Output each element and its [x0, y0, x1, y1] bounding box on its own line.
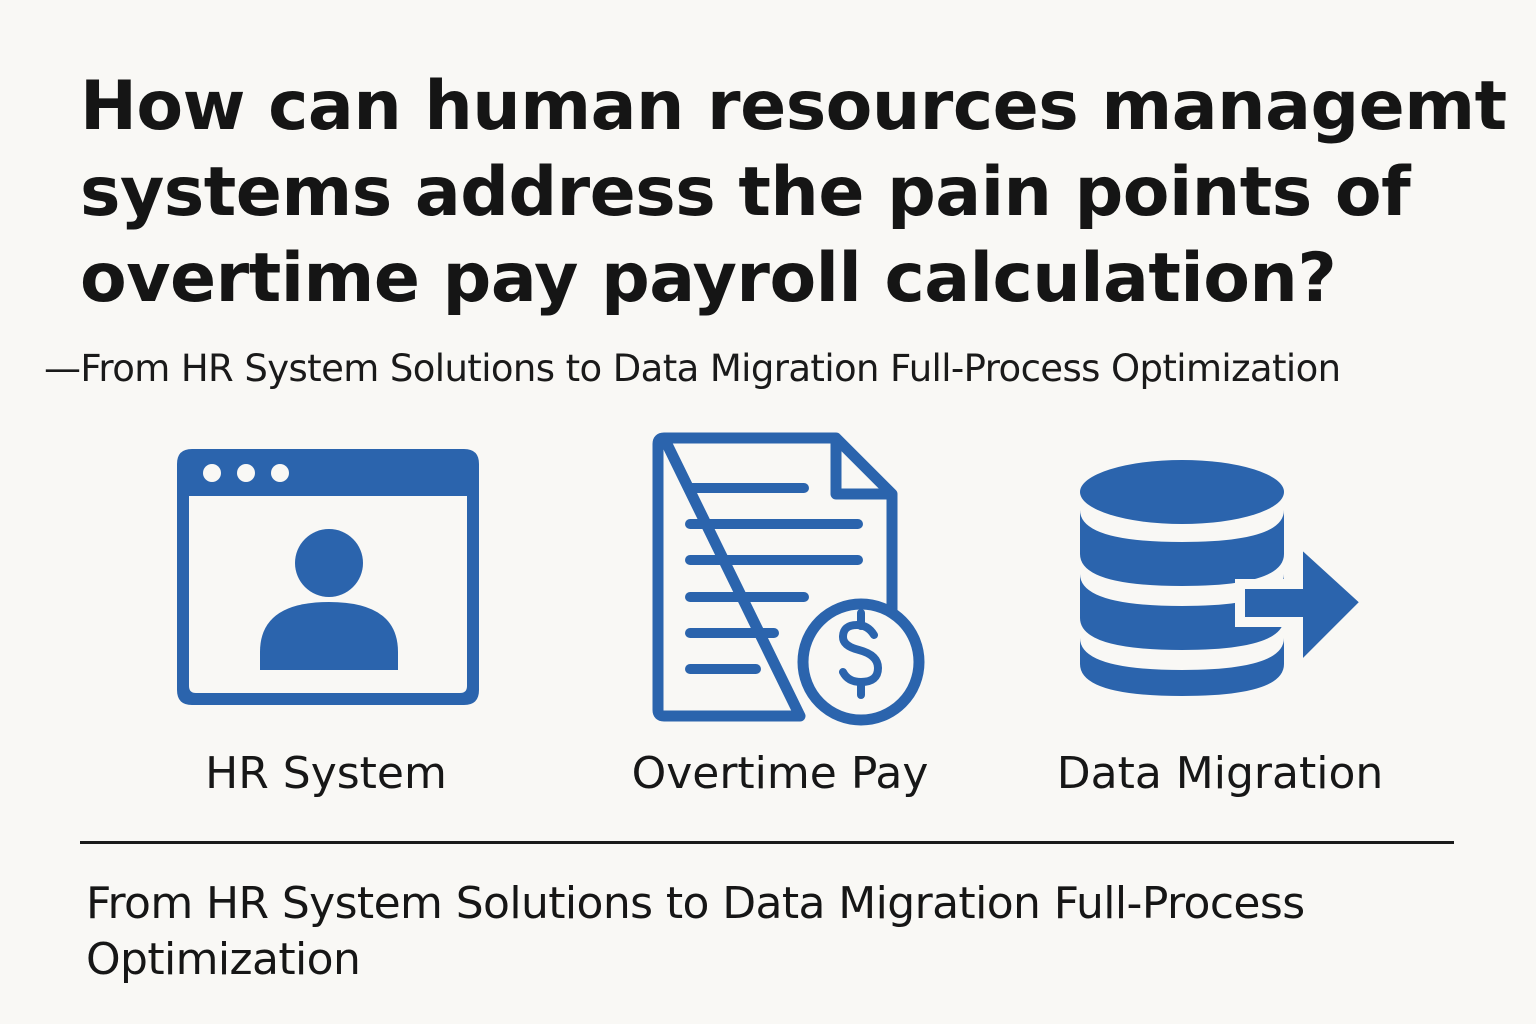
footer-text: From HR System Solutions to Data Migrati… [86, 878, 1305, 985]
page-title: How can human resources managemt systems… [80, 64, 1507, 322]
hr-system-window-user-icon [174, 446, 482, 708]
payroll-document-dollar-icon [650, 432, 930, 726]
feature-label-hr-system: HR System [205, 748, 447, 799]
subtitle: —From HR System Solutions to Data Migrat… [44, 347, 1341, 390]
title-line-1: How can human resources managemt [80, 67, 1507, 146]
database-arrow-icon [1078, 458, 1370, 702]
divider [80, 841, 1454, 844]
title-line-3: overtime pay payroll calculation? [80, 239, 1337, 318]
title-line-2: systems address the pain points of [80, 153, 1411, 232]
feature-label-data-migration: Data Migration [1056, 748, 1384, 799]
feature-label-overtime-pay: Overtime Pay [631, 748, 929, 799]
